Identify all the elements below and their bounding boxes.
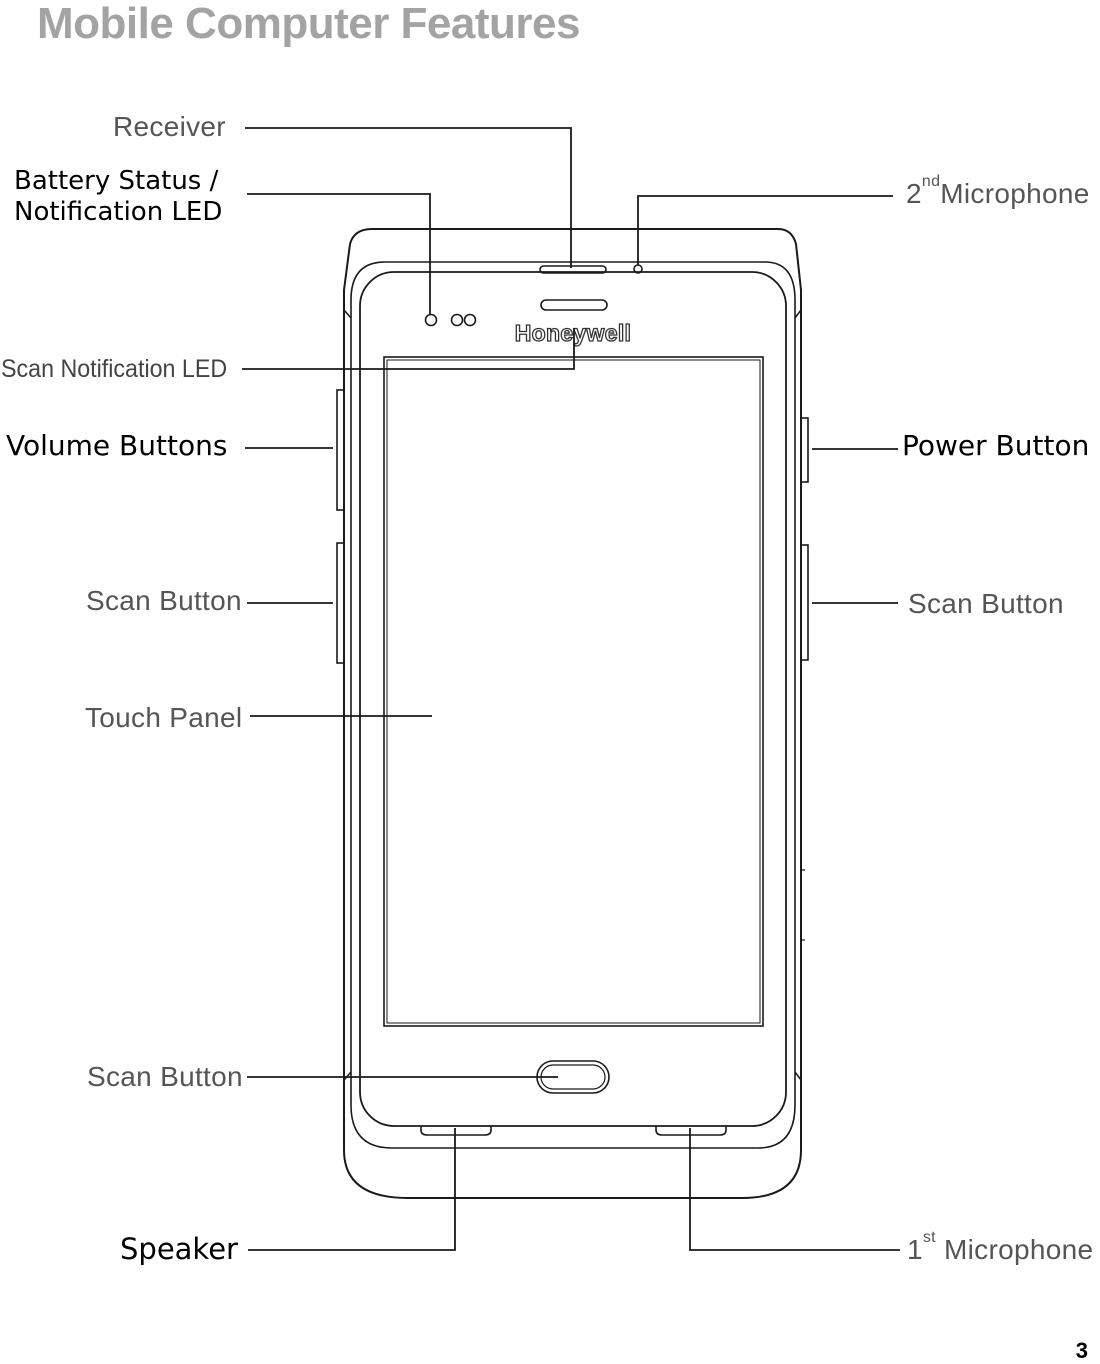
label-power-button: Power Button: [902, 432, 1089, 460]
power-button-shape: [801, 418, 808, 482]
scan-button-right-shape: [801, 545, 808, 660]
sensor-icon: [452, 315, 463, 326]
device-outer-case: [344, 229, 801, 1198]
sensor-icon: [465, 315, 476, 326]
first-microphone-slot: [656, 1126, 726, 1135]
leader-first-microphone: [690, 1128, 900, 1250]
leader-second-microphone: [638, 196, 893, 265]
leader-speaker: [248, 1128, 455, 1250]
speaker-slot: [421, 1126, 491, 1135]
battery-led-icon: [426, 315, 437, 326]
label-first-microphone-text: Microphone: [944, 1234, 1093, 1265]
leader-battery-led: [247, 194, 430, 314]
label-scan-button-right: Scan Button: [908, 590, 1064, 618]
label-battery-status: Battery Status / Notification LED: [14, 166, 222, 228]
label-scan-notification-led: Scan Notification LED: [1, 357, 227, 382]
label-battery-status-line1: Battery Status /: [14, 166, 222, 197]
honeywell-logo: Honeywell: [515, 320, 631, 346]
label-second-microphone-text: Microphone: [940, 178, 1089, 209]
volume-buttons-shape: [337, 390, 344, 510]
label-first-microphone-sup: st: [923, 1229, 936, 1246]
label-receiver: Receiver: [113, 113, 226, 141]
label-second-microphone-num: 2: [906, 178, 922, 209]
page-number: 3: [1076, 1338, 1088, 1364]
label-touch-panel: Touch Panel: [85, 704, 242, 732]
device-front-body: [360, 272, 786, 1126]
touch-panel-inner: [387, 360, 760, 1023]
label-first-microphone-num: 1: [907, 1234, 923, 1265]
label-second-microphone-sup: nd: [922, 173, 940, 190]
label-speaker: Speaker: [120, 1235, 238, 1264]
touch-panel-outer: [384, 357, 763, 1026]
label-first-microphone: 1st Microphone: [907, 1236, 1093, 1264]
label-scan-button-left: Scan Button: [86, 587, 242, 615]
leader-receiver: [245, 128, 571, 268]
label-battery-status-line2: Notification LED: [14, 197, 222, 228]
scan-button-left-shape: [337, 543, 344, 663]
label-second-microphone: 2ndMicrophone: [906, 180, 1090, 208]
label-scan-button-bottom: Scan Button: [87, 1063, 243, 1091]
device-bumper-inner: [351, 262, 795, 1148]
earpiece-slot: [541, 300, 607, 310]
label-volume-buttons: Volume Buttons: [6, 432, 227, 460]
